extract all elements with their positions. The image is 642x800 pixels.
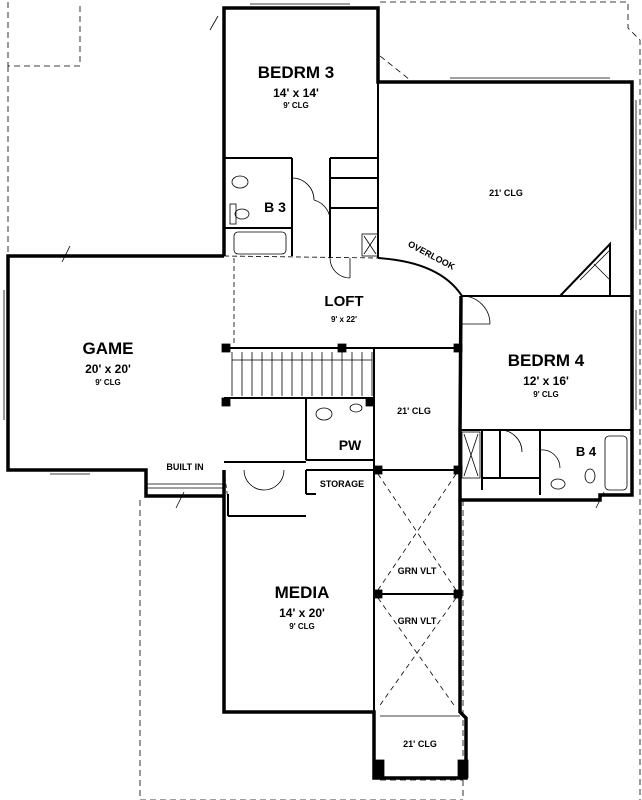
upper-right-ceiling: 21' CLG <box>489 188 523 198</box>
details <box>3 3 637 779</box>
roof-outline <box>7 1 641 800</box>
loft-name: LOFT <box>324 293 363 310</box>
bedroom4-ceiling: 9' CLG <box>533 390 558 399</box>
bedroom3-size: 14' x 14' <box>273 86 319 100</box>
game-size: 20' x 20' <box>85 362 131 376</box>
media-size: 14' x 20' <box>279 606 325 620</box>
bedroom4-size: 12' x 16' <box>523 374 569 388</box>
game-name: GAME <box>83 339 134 358</box>
gallery-lower-ceiling: GRN VLT <box>398 616 437 626</box>
stair-open-ceiling: 21' CLG <box>397 406 431 416</box>
game-ceiling: 9' CLG <box>95 378 120 387</box>
gallery-upper-ceiling: GRN VLT <box>398 566 437 576</box>
bedroom3-ceiling: 9' CLG <box>283 101 308 110</box>
powder-name: PW <box>339 437 362 453</box>
media-ceiling: 9' CLG <box>289 622 314 631</box>
entry-ceiling: 21' CLG <box>403 739 437 749</box>
bath4-name: B 4 <box>576 444 597 459</box>
bedroom4-name: BEDRM 4 <box>508 351 585 370</box>
loft-size: 9' x 22' <box>331 315 357 324</box>
media-name: MEDIA <box>275 583 330 602</box>
stairs <box>231 352 373 396</box>
overlook-label: OVERLOOK <box>406 239 457 272</box>
storage-label: STORAGE <box>320 479 364 489</box>
built-in-label: BUILT IN <box>166 462 203 472</box>
bath3-name: B 3 <box>264 199 286 215</box>
bedroom3-name: BEDRM 3 <box>258 63 335 82</box>
labels: BEDRM 3 14' x 14' 9' CLG B 3 21' CLG OVE… <box>83 63 597 749</box>
